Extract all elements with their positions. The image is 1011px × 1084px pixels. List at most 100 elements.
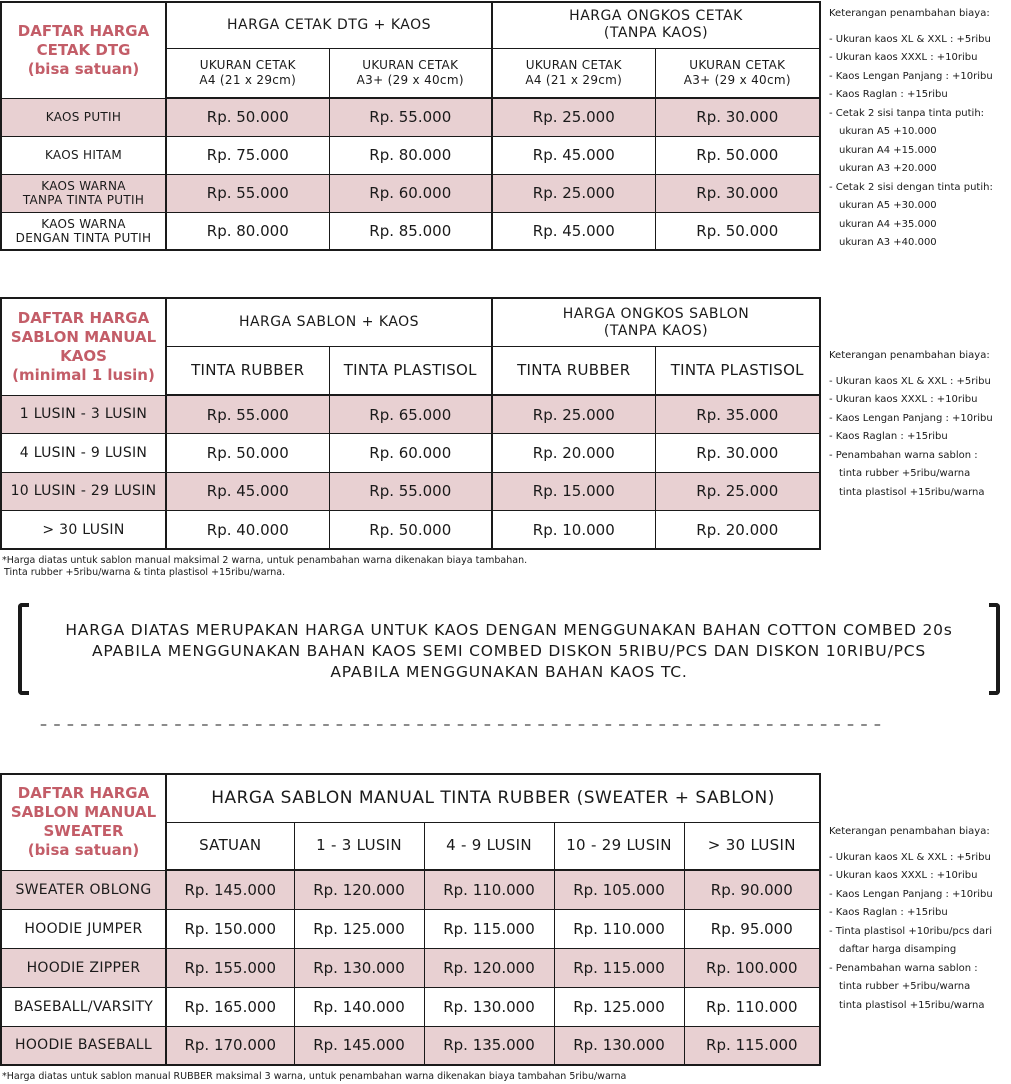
- price-cell: Rp. 120.000: [423, 947, 555, 988]
- price-cell: Rp. 95.000: [683, 908, 821, 949]
- note-item: - Ukuran kaos XL & XXL : +5ribu: [829, 33, 991, 45]
- row-label: KAOS HITAM: [0, 135, 167, 175]
- price-cell: Rp. 45.000: [491, 135, 656, 175]
- price-cell: Rp. 25.000: [491, 394, 656, 435]
- left-bracket: [18, 603, 29, 695]
- table-row: 4 LUSIN - 9 LUSIN Rp. 50.000 Rp. 60.000 …: [0, 433, 821, 473]
- price-cell: Rp. 50.000: [165, 97, 330, 137]
- row-label: > 30 LUSIN: [0, 510, 167, 550]
- notes-heading: Keterangan penambahan biaya:: [829, 8, 990, 19]
- row-label: HOODIE JUMPER: [0, 908, 167, 949]
- note-item: ukuran A3 +40.000: [839, 237, 937, 248]
- note-item: - Cetak 2 sisi dengan tinta putih:: [829, 181, 993, 193]
- note-item: - Tinta plastisol +10ribu/pcs dari: [829, 925, 993, 937]
- price-cell: Rp. 30.000: [654, 173, 821, 213]
- price-cell: Rp. 135.000: [423, 1025, 555, 1066]
- price-cell: Rp. 110.000: [423, 869, 555, 910]
- price-cell: Rp. 15.000: [491, 471, 656, 512]
- table-row: BASEBALL/VARSITY Rp. 165.000 Rp. 140.000…: [0, 986, 821, 1027]
- price-cell: Rp. 145.000: [165, 869, 295, 910]
- sablon-group-print-plus-shirt: HARGA SABLON + KAOS: [165, 297, 493, 348]
- note-item: - Penambahan warna sablon :: [829, 962, 978, 974]
- note-item: - Ukuran kaos XXXL : +10ribu: [829, 870, 978, 881]
- price-cell: Rp. 50.000: [654, 135, 821, 175]
- table-row: HOODIE JUMPER Rp. 150.000 Rp. 125.000 Rp…: [0, 908, 821, 949]
- note-item: - Kaos Raglan : +15ribu: [829, 907, 948, 918]
- note-item: - Cetak 2 sisi tanpa tinta putih:: [829, 107, 985, 119]
- price-cell: Rp. 55.000: [328, 97, 493, 137]
- sablon-footnote: *Harga diatas untuk sablon manual maksim…: [2, 555, 527, 579]
- sweater-footnote: *Harga diatas untuk sablon manual RUBBER…: [2, 1071, 627, 1082]
- note-item: - Kaos Raglan : +15ribu: [829, 431, 948, 442]
- price-cell: Rp. 65.000: [328, 394, 493, 435]
- notice-line: APABILA MENGGUNAKAN BAHAN KAOS SEMI COMB…: [92, 642, 926, 660]
- row-label: KAOS PUTIH: [0, 97, 167, 137]
- price-cell: Rp. 130.000: [553, 1025, 685, 1066]
- dtg-group-print-only: HARGA ONGKOS CETAK(TANPA KAOS): [490, 1, 821, 49]
- price-cell: Rp. 50.000: [654, 211, 821, 251]
- price-cell: Rp. 35.000: [654, 394, 821, 435]
- note-item: - Kaos Raglan : +15ribu: [829, 89, 948, 100]
- sweater-col-header: SATUAN: [165, 821, 295, 871]
- note-item: ukuran A4 +15.000: [839, 144, 937, 156]
- price-cell: Rp. 25.000: [491, 97, 656, 137]
- right-bracket: [989, 603, 1000, 695]
- sablon-extra-cost-notes: Keterangan penambahan biaya: - Ukuran ka…: [829, 347, 1009, 502]
- price-cell: Rp. 25.000: [654, 471, 821, 512]
- table-row: 1 LUSIN - 3 LUSIN Rp. 55.000 Rp. 65.000 …: [0, 394, 821, 435]
- price-cell: Rp. 60.000: [328, 433, 493, 473]
- fabric-notice: HARGA DIATAS MERUPAKAN HARGA UNTUK KAOS …: [18, 603, 1000, 695]
- note-item: tinta rubber +5ribu/warna: [839, 468, 971, 479]
- note-item: ukuran A4 +35.000: [839, 218, 937, 230]
- row-label: BASEBALL/VARSITY: [0, 986, 167, 1027]
- price-cell: Rp. 110.000: [553, 908, 685, 949]
- price-cell: Rp. 25.000: [491, 173, 656, 213]
- dtg-extra-cost-notes: Keterangan penambahan biaya: - Ukuran ka…: [829, 5, 1009, 253]
- price-cell: Rp. 130.000: [293, 947, 425, 988]
- price-cell: Rp. 45.000: [165, 471, 330, 512]
- price-cell: Rp. 90.000: [683, 869, 821, 910]
- notice-line: HARGA DIATAS MERUPAKAN HARGA UNTUK KAOS …: [65, 621, 953, 639]
- note-item: ukuran A5 +10.000: [839, 126, 937, 137]
- price-cell: Rp. 105.000: [553, 869, 685, 910]
- price-cell: Rp. 20.000: [491, 433, 656, 473]
- sablon-col-header: TINTA RUBBER: [165, 346, 330, 397]
- price-cell: Rp. 50.000: [328, 510, 493, 550]
- table-row: 10 LUSIN - 29 LUSIN Rp. 45.000 Rp. 55.00…: [0, 471, 821, 512]
- price-cell: Rp. 60.000: [328, 173, 493, 213]
- price-cell: Rp. 115.000: [553, 947, 685, 988]
- price-cell: Rp. 30.000: [654, 97, 821, 137]
- sablon-col-header: TINTA PLASTISOL: [328, 346, 493, 397]
- table-row: HOODIE ZIPPER Rp. 155.000 Rp. 130.000 Rp…: [0, 947, 821, 988]
- price-cell: Rp. 155.000: [165, 947, 295, 988]
- row-label: 10 LUSIN - 29 LUSIN: [0, 471, 167, 512]
- row-label: SWEATER OBLONG: [0, 869, 167, 910]
- note-item: - Ukuran kaos XXXL : +10ribu: [829, 52, 978, 63]
- sweater-group-header: HARGA SABLON MANUAL TINTA RUBBER (SWEATE…: [165, 773, 821, 823]
- note-item: tinta plastisol +15ribu/warna: [839, 999, 985, 1011]
- price-cell: Rp. 115.000: [683, 1025, 821, 1066]
- price-cell: Rp. 125.000: [553, 986, 685, 1027]
- price-cell: Rp. 55.000: [165, 394, 330, 435]
- price-cell: Rp. 165.000: [165, 986, 295, 1027]
- note-item: ukuran A5 +30.000: [839, 200, 937, 211]
- row-label: HOODIE BASEBALL: [0, 1025, 167, 1066]
- row-label: 1 LUSIN - 3 LUSIN: [0, 394, 167, 435]
- note-item: tinta rubber +5ribu/warna: [839, 981, 971, 992]
- price-cell: Rp. 30.000: [654, 433, 821, 473]
- notes-heading: Keterangan penambahan biaya:: [829, 826, 990, 837]
- sweater-col-header: 1 - 3 LUSIN: [293, 821, 425, 871]
- sablon-col-header: TINTA PLASTISOL: [654, 346, 821, 397]
- sweater-extra-cost-notes: Keterangan penambahan biaya: - Ukuran ka…: [829, 823, 1009, 1015]
- footnote-line: *Harga diatas untuk sablon manual maksim…: [2, 555, 528, 566]
- note-item: - Kaos Lengan Panjang : +10ribu: [829, 70, 993, 82]
- note-item: - Kaos Lengan Panjang : +10ribu: [829, 888, 993, 900]
- footnote-line: Tinta rubber +5ribu/warna & tinta plasti…: [4, 567, 286, 578]
